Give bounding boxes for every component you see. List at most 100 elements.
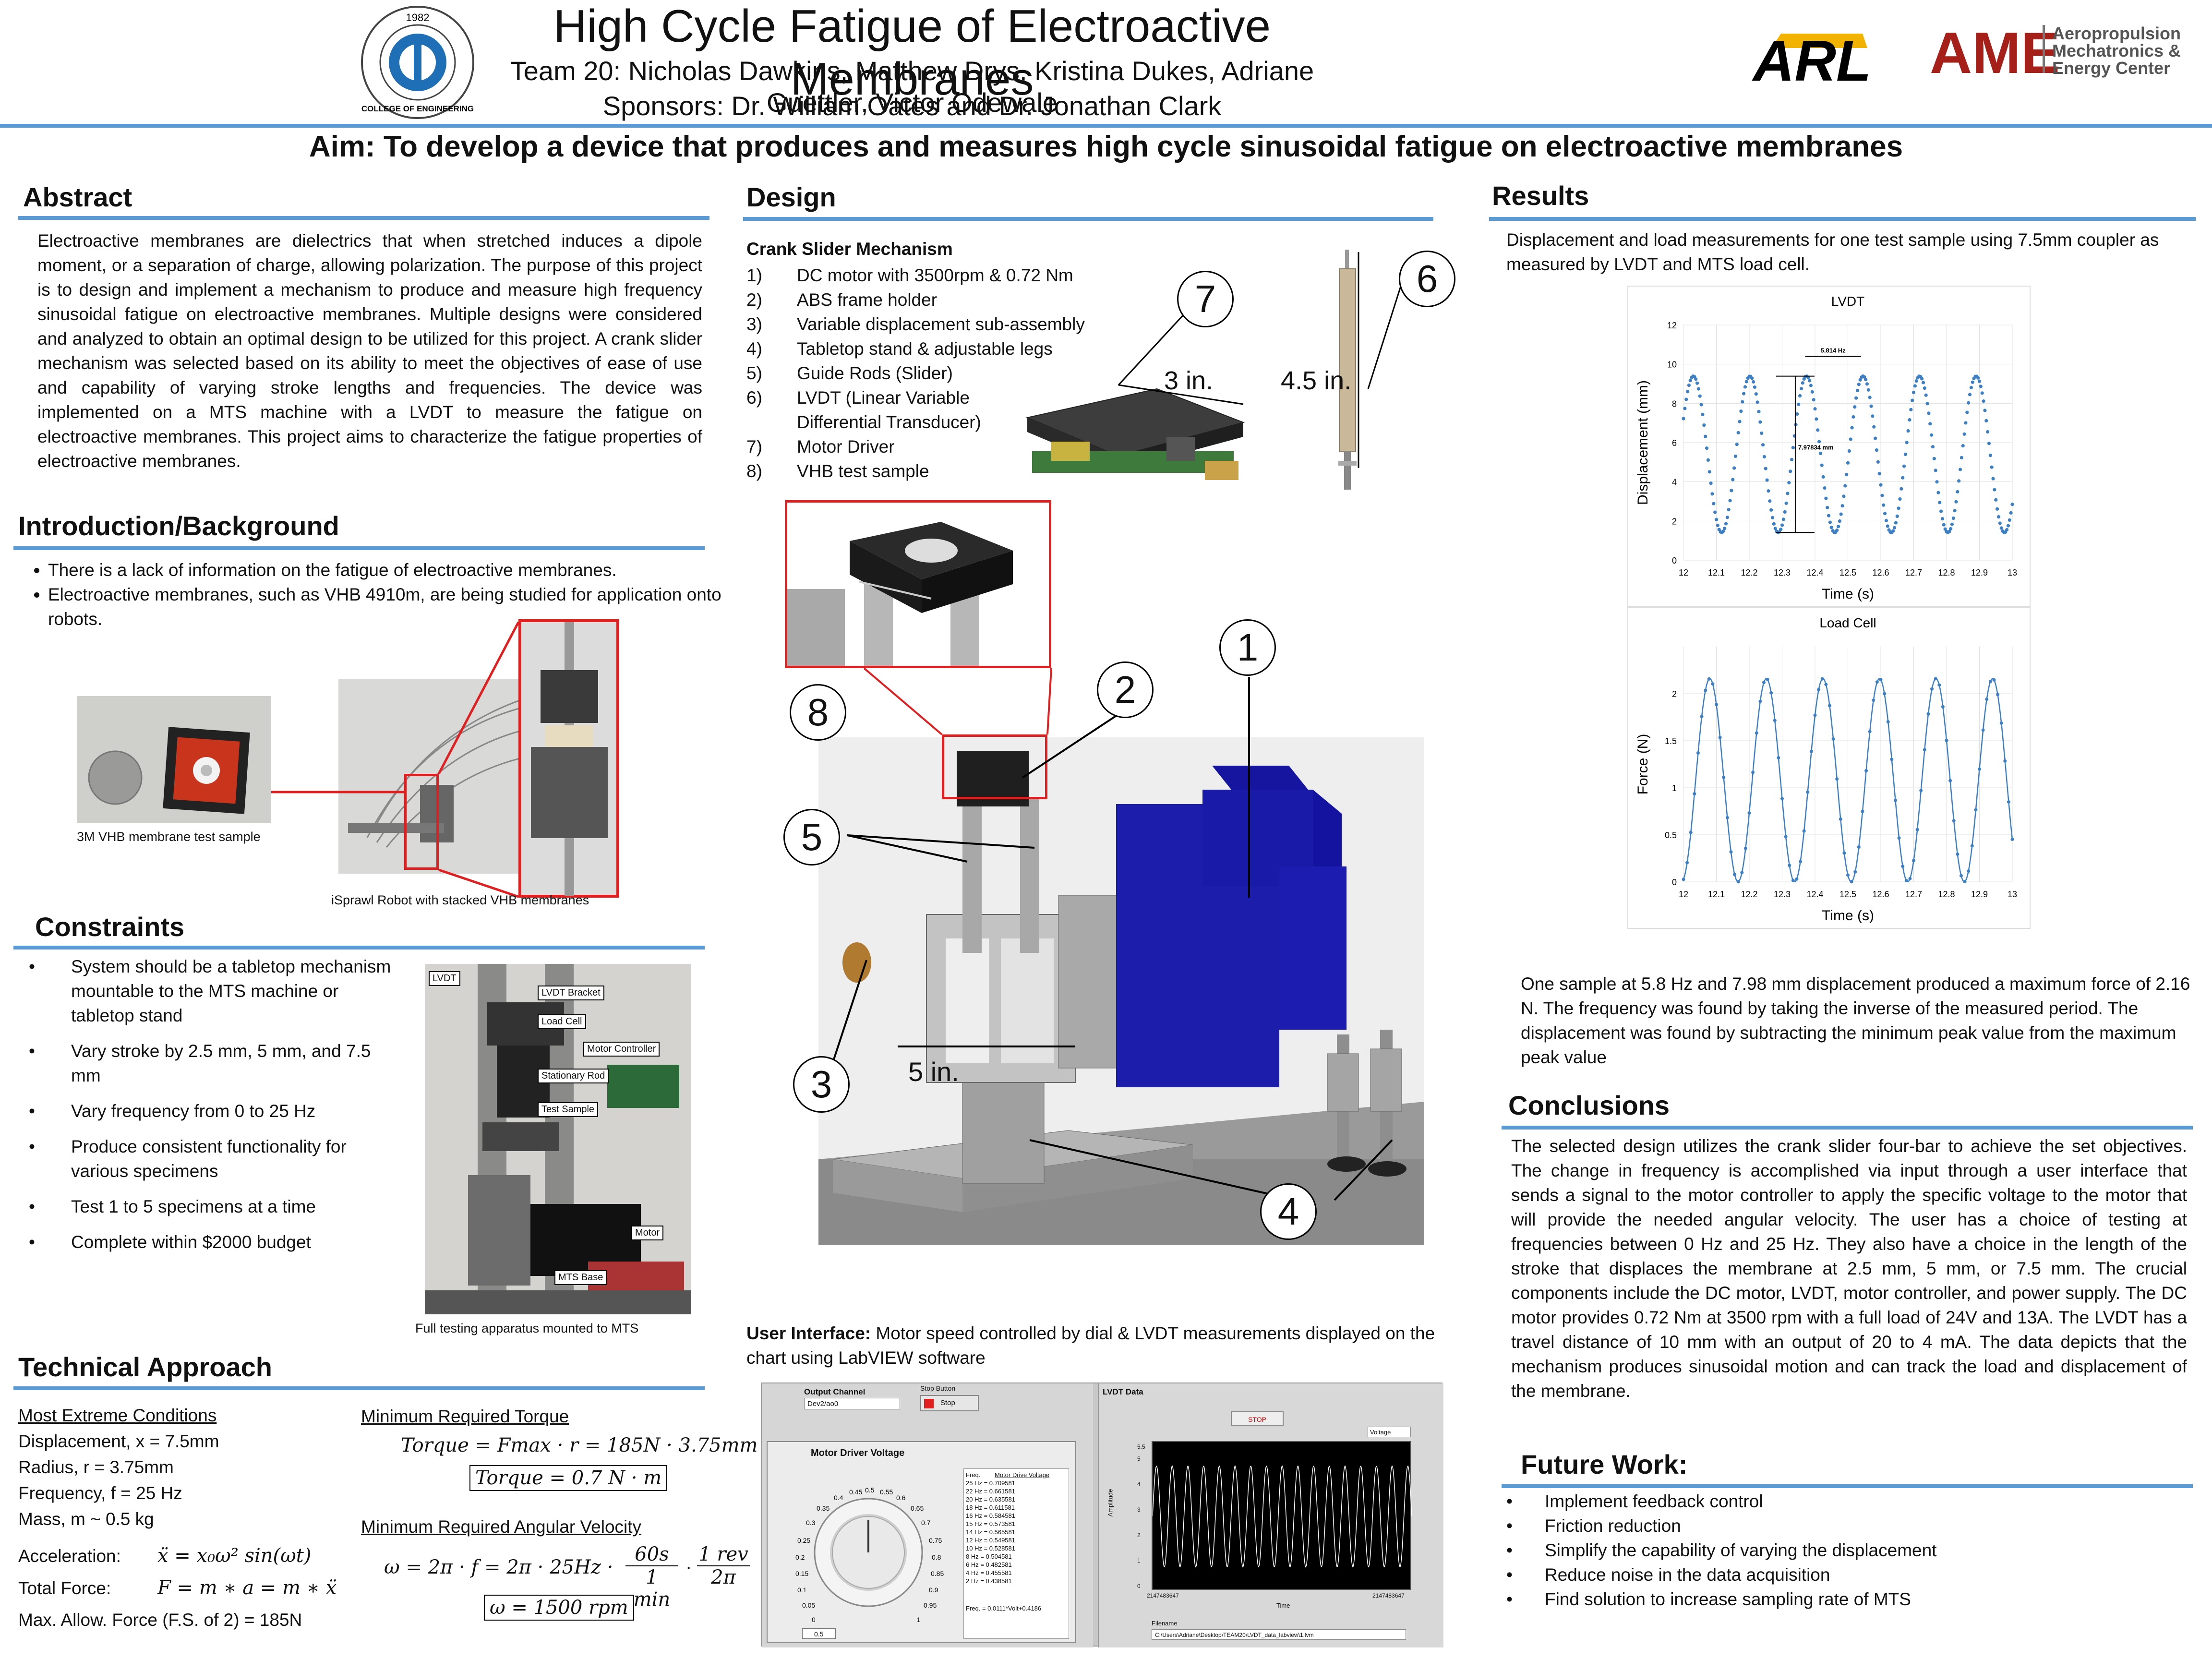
- dial-tick-07: 0.7: [921, 1519, 931, 1527]
- lvdt-data-point: [1739, 409, 1743, 413]
- lvdt-data-point: [1683, 407, 1687, 410]
- lvdt-data-point: [1741, 400, 1744, 404]
- chart-y-tick: 2: [1672, 517, 1677, 526]
- lvdt-data-point: [1971, 380, 1974, 384]
- chart-x-tick: 12.3: [1774, 568, 1791, 577]
- motor-voltage-dial[interactable]: 0 0.05 0.1 0.15 0.2 0.25 0.3 0.35 0.4 0.…: [777, 1464, 960, 1636]
- loadcell-data-point: [1897, 836, 1901, 840]
- lvdt-data-point: [1768, 499, 1772, 503]
- loadcell-data-point: [1820, 677, 1824, 681]
- omega-result: ω = 1500 rpm: [484, 1595, 634, 1621]
- freq-formula: Freq. = 0.0111*Volt+0.4186: [966, 1605, 1042, 1612]
- label-mts-base: MTS Base: [554, 1270, 607, 1285]
- results-summary: One sample at 5.8 Hz and 7.98 mm displac…: [1521, 974, 2190, 1067]
- chart-y-tick: 0: [1672, 556, 1677, 565]
- labview-ui-screenshot: Output Channel Dev2/ao0 Stop Button Stop…: [761, 1382, 1443, 1647]
- lvdt-data-point: [1958, 468, 1962, 471]
- lvdt-data-point: [1948, 527, 1953, 531]
- omega-fraction-2: 1 rev 2π: [697, 1543, 750, 1588]
- loadcell-data-point: [1722, 775, 1726, 779]
- lvdt-data-point: [1847, 449, 1851, 453]
- loadcell-data-point: [1967, 869, 1971, 873]
- loadcell-data-point: [1868, 730, 1872, 733]
- ui-description: User Interface: Motor speed controlled b…: [746, 1321, 1438, 1370]
- torque-result: Torque = 0.7 N · m: [469, 1465, 668, 1491]
- lvdt-y-tick: 4: [1137, 1481, 1141, 1488]
- lvdt-data-point: [1996, 507, 1999, 511]
- lvdt-data-point: [1787, 481, 1791, 485]
- frame-highlight-box: [942, 734, 1047, 799]
- loadcell-data-point: [1879, 678, 1883, 682]
- lvdt-data-point: [1858, 378, 1862, 382]
- chart-y-tick: 1: [1672, 783, 1677, 793]
- loadcell-data-point: [1930, 687, 1934, 691]
- loadcell-data-point: [1853, 870, 1857, 874]
- lvdt-time-label: Time: [1276, 1602, 1290, 1609]
- table-row: 15 Hz = 0.573581: [966, 1520, 1015, 1527]
- loadcell-data-point: [1689, 830, 1693, 834]
- dial-value-input[interactable]: 0.5: [802, 1628, 836, 1639]
- loadcell-data-point: [1729, 850, 1733, 854]
- lvdt-data-point: [1983, 409, 1987, 412]
- label-lvdt-bracket: LVDT Bracket: [538, 986, 604, 1000]
- loadcell-data-point: [1784, 835, 1788, 839]
- chart-x-tick: 12.1: [1708, 890, 1725, 899]
- loadcell-data-point: [1839, 817, 1842, 821]
- lvdt-data-point: [1810, 390, 1814, 394]
- filename-input[interactable]: C:\Users\Adriane\Desktop\TEAM20\LVDT_dat…: [1152, 1629, 1406, 1640]
- table-row: 25 Hz = 0.709581: [966, 1479, 1015, 1487]
- loadcell-data-point: [1704, 688, 1707, 692]
- future-item-4: Reduce noise in the data acquisition: [1545, 1565, 1830, 1585]
- lvdt-data-point: [1846, 461, 1850, 465]
- callout-4: 4: [1260, 1183, 1317, 1240]
- freq-voltage-table: Freq.Motor Drive Voltage 25 Hz = 0.70958…: [963, 1468, 1069, 1639]
- loadcell-data-point: [1923, 748, 1926, 752]
- output-channel-select[interactable]: Dev2/ao0: [804, 1398, 900, 1409]
- lvdt-data-point: [1897, 506, 1900, 510]
- lvdt-data-point: [1839, 512, 1843, 516]
- table-row: 8 Hz = 0.504581: [966, 1553, 1012, 1560]
- period-annotation: 5.814 Hz: [1821, 347, 1846, 354]
- poster-title: High Cycle Fatigue of Electroactive Memb…: [553, 0, 1271, 105]
- chart-x-label: Time (s): [1822, 908, 1874, 924]
- callout-1: 1: [1219, 619, 1276, 676]
- results-intro: Displacement and load measurements for o…: [1506, 230, 2159, 274]
- lvdt-data-point: [1898, 497, 1902, 501]
- accel-label: Acceleration:: [18, 1546, 121, 1566]
- lvdt-data-point: [1685, 390, 1690, 394]
- lvdt-data-point: [1721, 529, 1725, 533]
- lvdt-data-point: [1753, 385, 1757, 389]
- loadcell-data-point: [1685, 861, 1689, 865]
- loadcell-data-point: [1934, 677, 1937, 681]
- loadcell-data-point: [1937, 683, 1941, 687]
- lvdt-data-point: [1780, 523, 1784, 527]
- conclusions-text: The selected design utilizes the crank s…: [1511, 1136, 2187, 1401]
- loadcell-data-point: [1912, 859, 1915, 863]
- loadcell-data-point: [1715, 703, 1718, 707]
- lvdt-data-point: [1736, 431, 1740, 435]
- chart-y-tick: 6: [1672, 438, 1677, 448]
- chart-title: LVDT: [1831, 294, 1865, 309]
- lvdt-data-point: [2009, 511, 2013, 515]
- chart-x-tick: 12.5: [1839, 890, 1856, 899]
- lvdt-stop-button[interactable]: STOP: [1231, 1411, 1284, 1426]
- lvdt-data-point: [1732, 466, 1736, 470]
- lvdt-data-point: [1713, 510, 1717, 514]
- lvdt-data-point: [1688, 379, 1692, 383]
- college-logo: 1982 COLLEGE OF ENGINEERING: [360, 5, 475, 120]
- label-lvdt: LVDT: [429, 971, 460, 986]
- abstract-title: Abstract: [23, 182, 132, 212]
- lvdt-data-point: [1923, 386, 1926, 390]
- lvdt-data-point: [1751, 380, 1755, 384]
- stop-button-label: Stop Button: [920, 1384, 956, 1392]
- dim-3in: 3 in.: [1164, 366, 1214, 395]
- table-row: 18 Hz = 0.611581: [966, 1504, 1015, 1511]
- loadcell-data-point: [1890, 757, 1894, 761]
- lvdt-data-point: [1943, 527, 1947, 531]
- stop-button[interactable]: Stop: [920, 1395, 979, 1411]
- future-title: Future Work:: [1521, 1449, 1688, 1479]
- lvdt-data-point: [1882, 503, 1886, 507]
- lvdt-data-point: [1769, 508, 1773, 512]
- technical-rule: [13, 1386, 705, 1390]
- lvdt-data-point: [1908, 418, 1911, 422]
